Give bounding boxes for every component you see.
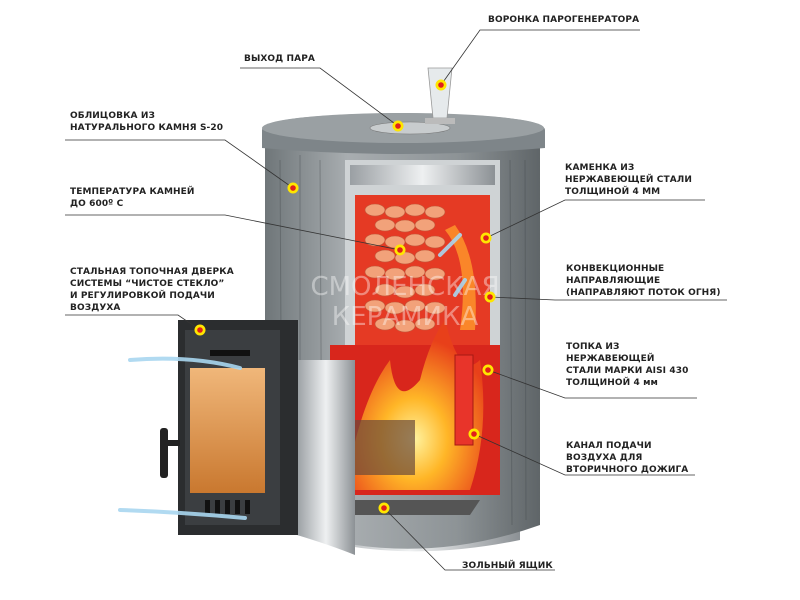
label-line: НАПРАВЛЯЮЩИЕ xyxy=(566,276,661,286)
label-line: НАТУРАЛЬНОГО КАМНЯ S-20 xyxy=(70,123,224,133)
label-line: ВОЗДУХА xyxy=(70,303,121,313)
label-line: НЕРЖАВЕЮЩЕЙ xyxy=(566,354,655,364)
door-handle xyxy=(160,428,168,478)
label-line: КОНВЕКЦИОННЫЕ xyxy=(566,264,665,274)
label-line: ВОРОНКА ПАРОГЕНЕРАТОРА xyxy=(488,15,640,25)
air-flow-arrows xyxy=(118,233,467,520)
label-line: И РЕГУЛИРОВКОЙ ПОДАЧИ xyxy=(70,291,215,301)
markers xyxy=(194,79,496,514)
label-line: СТАЛИ МАРКИ AISI 430 xyxy=(566,366,689,376)
label-line: ТОЛЩИНОЙ 4 ММ xyxy=(565,187,661,197)
label-line: ДО 600º С xyxy=(70,199,124,209)
marker-stone-temp xyxy=(394,244,406,256)
marker-heater xyxy=(480,232,492,244)
label-line: ТЕМПЕРАТУРА КАМНЕЙ xyxy=(70,187,195,197)
marker-cladding xyxy=(287,182,299,194)
label-line: ОБЛИЦОВКА ИЗ xyxy=(70,111,155,121)
label-ash-box: ЗОЛЬНЫЙ ЯЩИК xyxy=(462,560,553,572)
marker-ash-box xyxy=(378,502,390,514)
door-plate xyxy=(297,360,355,555)
label-line: ВТОРИЧНОГО ДОЖИГА xyxy=(566,465,689,475)
watermark: СМОЛЕНСКАЯ КЕРАМИКА xyxy=(310,272,499,332)
label-door: СТАЛЬНАЯ ТОПОЧНАЯ ДВЕРКА СИСТЕМЫ “ЧИСТОЕ … xyxy=(70,266,234,314)
label-line: КАМЕНКА ИЗ xyxy=(565,163,635,173)
marker-funnel xyxy=(435,79,447,91)
label-line: ТОПКА ИЗ xyxy=(566,342,620,352)
label-line: ТОЛЩИНОЙ 4 мм xyxy=(566,378,658,388)
leader-lines xyxy=(65,29,727,571)
label-line: ЗОЛЬНЫЙ ЯЩИК xyxy=(462,561,553,571)
label-line: (НАПРАВЛЯЮТ ПОТОК ОГНЯ) xyxy=(566,288,721,298)
marker-door xyxy=(194,324,206,336)
marker-convection xyxy=(484,291,496,303)
svg-text:КЕРАМИКА: КЕРАМИКА xyxy=(332,302,479,332)
label-line: СТАЛЬНАЯ ТОПОЧНАЯ ДВЕРКА xyxy=(70,267,234,277)
steam-funnel xyxy=(427,67,453,119)
label-stone-cladding: ОБЛИЦОВКА ИЗ НАТУРАЛЬНОГО КАМНЯ S-20 xyxy=(70,110,223,134)
label-convection: КОНВЕКЦИОННЫЕ НАПРАВЛЯЮЩИЕ (НАПРАВЛЯЮТ ПОТ… xyxy=(566,263,721,299)
door-glass xyxy=(190,368,265,493)
label-line: СИСТЕМЫ “ЧИСТОЕ СТЕКЛО” xyxy=(70,279,225,289)
marker-firebox xyxy=(482,364,494,376)
label-stone-temp: ТЕМПЕРАТУРА КАМНЕЙ ДО 600º С xyxy=(70,186,195,210)
marker-steam-outlet xyxy=(392,120,404,132)
label-line: ВЫХОД ПАРА xyxy=(244,54,315,64)
label-line: НЕРЖАВЕЮЩЕЙ СТАЛИ xyxy=(565,175,692,185)
label-line: ВОЗДУХА ДЛЯ xyxy=(566,453,643,463)
label-funnel: ВОРОНКА ПАРОГЕНЕРАТОРА xyxy=(488,14,639,26)
label-heater: КАМЕНКА ИЗ НЕРЖАВЕЮЩЕЙ СТАЛИ ТОЛЩИНОЙ 4 ММ xyxy=(565,162,692,198)
label-air-channel: КАНАЛ ПОДАЧИ ВОЗДУХА ДЛЯ ВТОРИЧНОГО ДОЖИГА xyxy=(566,440,688,476)
marker-air-channel xyxy=(468,428,480,440)
svg-text:СМОЛЕНСКАЯ: СМОЛЕНСКАЯ xyxy=(310,272,499,302)
label-steam-outlet: ВЫХОД ПАРА xyxy=(244,53,315,65)
stones xyxy=(364,203,446,333)
label-line: КАНАЛ ПОДАЧИ xyxy=(566,441,652,451)
